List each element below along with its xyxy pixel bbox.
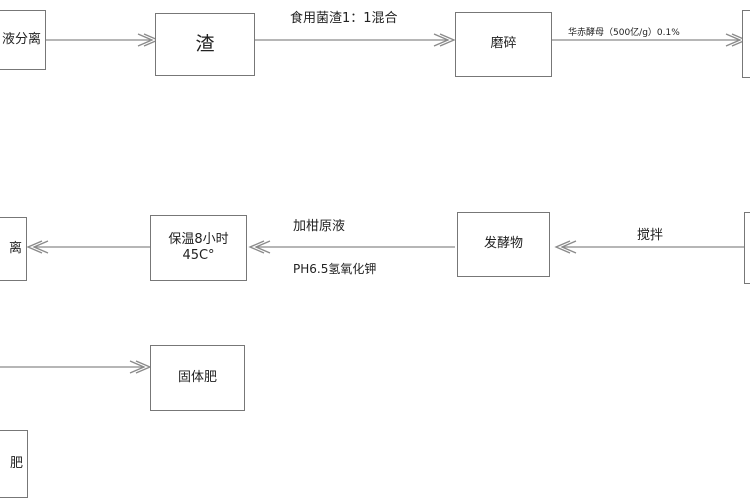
arrowhead-grind [433,33,456,47]
node-separation-mid-label: 离 [8,240,22,256]
node-incubate-line2: 45C° [182,248,215,263]
node-solid-fertilizer-label: 固体肥 [177,369,217,385]
node-residue-label: 渣 [195,32,215,55]
edge-label-ph: PH6.5氢氧化钾 [293,262,377,276]
node-liquid-separation: 液分离 [0,10,46,70]
node-liquid-separation-label: 液分离 [1,31,41,47]
node-right-top-partial [742,10,750,78]
node-ferment-product-label: 发酵物 [483,236,523,252]
node-ferment-product: 发酵物 [457,212,550,277]
arrowhead-incubate [248,240,271,254]
node-right-mid-partial [744,212,750,284]
node-separation-mid: 离 [0,217,27,281]
edge-label-stir: 搅拌 [637,228,664,243]
edge-label-mix: 食用菌渣1：1混合 [290,11,398,26]
node-grind-label: 磨碎 [490,36,517,52]
node-bottom-partial-label: 肥 [9,455,23,471]
node-residue: 渣 [155,13,255,76]
node-incubate: 保温8小时 45C° [150,215,247,281]
arrowhead-separation-mid [26,240,49,254]
node-bottom-partial: 肥 [0,430,28,498]
node-solid-fertilizer: 固体肥 [150,345,245,411]
node-grind: 磨碎 [455,12,552,77]
edge-label-yeast: 华赤酵母（500亿/g）0.1% [568,28,680,38]
arrowhead-ferment [554,240,577,254]
edge-label-citrus: 加柑原液 [293,219,346,234]
node-incubate-line1: 保温8小时 [168,231,229,247]
